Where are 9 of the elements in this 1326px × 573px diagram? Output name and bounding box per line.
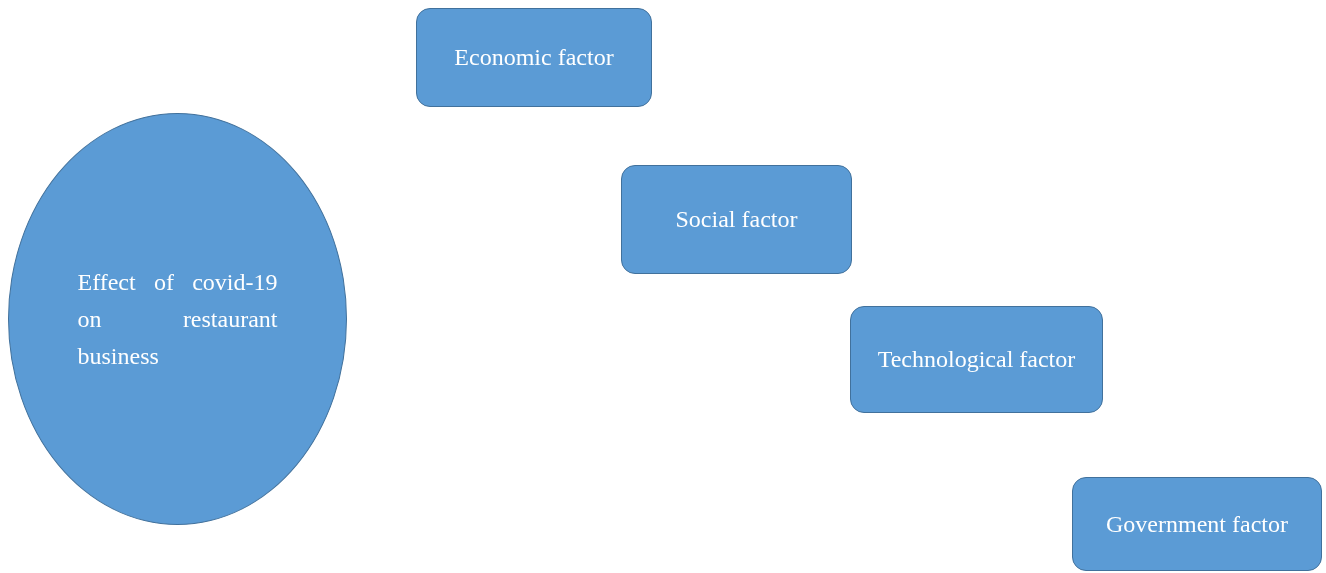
factor-box (416, 8, 652, 107)
node-label: Technological factor (877, 345, 1076, 374)
node-label: Social factor (675, 205, 798, 234)
factor-box (621, 165, 852, 274)
node-label: Economic factor (454, 43, 614, 72)
node-label: Effect of covid-19 on restaurant business (77, 267, 278, 371)
node-label: Government factor (1106, 509, 1288, 539)
factor-box (850, 306, 1103, 413)
factor-box (1072, 477, 1322, 571)
